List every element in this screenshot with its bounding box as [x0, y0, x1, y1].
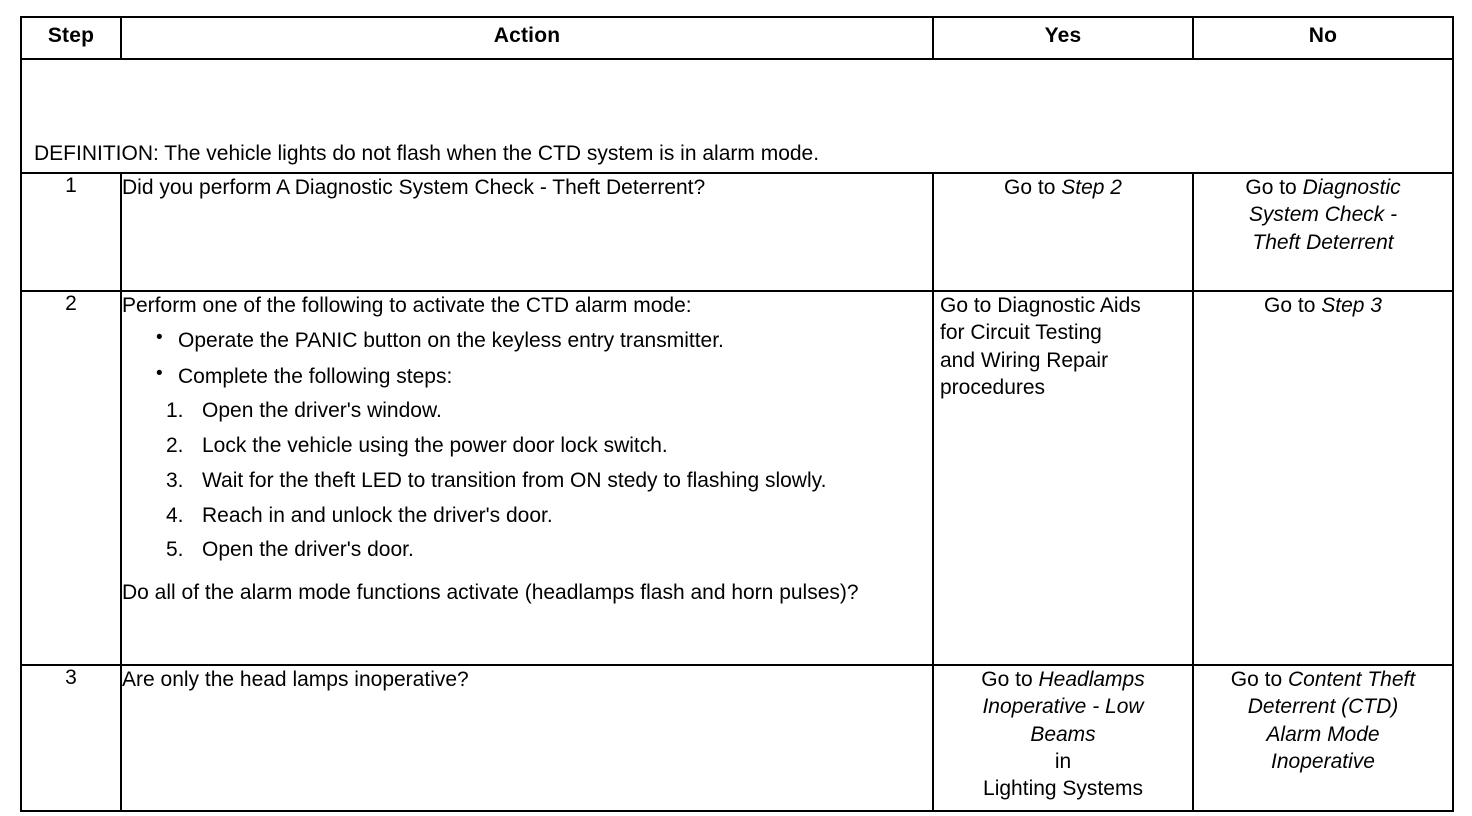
- substep-text: Open the driver's window.: [202, 398, 442, 422]
- yes-text-reference[interactable]: Step 2: [1061, 176, 1122, 199]
- table-row: 2 Perform one of the following to activa…: [20, 290, 1454, 666]
- list-item: 1. Open the driver's window.: [166, 398, 932, 425]
- column-header-yes: Yes: [932, 16, 1194, 60]
- action-question-1: Did you perform A Diagnostic System Chec…: [122, 176, 706, 199]
- list-item: Operate the PANIC button on the keyless …: [156, 326, 932, 354]
- no-text-plain: Go to: [1230, 668, 1288, 691]
- step-number-1: 1: [20, 172, 122, 292]
- substep-number: 3.: [166, 468, 184, 492]
- yes-line-3-0: Go to Headlamps: [934, 666, 1192, 693]
- no-text-reference[interactable]: Step 3: [1321, 294, 1382, 317]
- substep-text: Lock the vehicle using the power door lo…: [202, 433, 668, 457]
- no-text-reference[interactable]: Diagnostic: [1302, 176, 1401, 199]
- definition-cell: DEFINITION: The vehicle lights do not fl…: [20, 58, 1454, 174]
- yes-line-2-1[interactable]: for Circuit Testing: [940, 321, 1102, 345]
- yes-line-1-0: Go to Step 2: [934, 174, 1192, 201]
- action-lead-2: Perform one of the following to activate…: [122, 294, 692, 317]
- yes-line-3-4[interactable]: Lighting Systems: [983, 777, 1143, 801]
- action-question-3: Are only the head lamps inoperative?: [122, 668, 469, 691]
- table-header-row: Step Action Yes No: [20, 16, 1454, 60]
- no-cell-3: Go to Content Theft Deterrent (CTD) Alar…: [1192, 664, 1454, 812]
- yes-cell-1: Go to Step 2: [932, 172, 1194, 292]
- yes-line-2-2[interactable]: and Wiring Repair: [940, 348, 1109, 372]
- action-cell-3: Are only the head lamps inoperative?: [120, 664, 934, 812]
- list-item: 3. Wait for the theft LED to transition f…: [166, 468, 932, 495]
- list-item: 5. Open the driver's door.: [166, 537, 932, 564]
- yes-line-3-1[interactable]: Inoperative - Low: [982, 695, 1144, 719]
- substep-number: 5.: [166, 538, 184, 562]
- column-header-step: Step: [20, 16, 122, 60]
- yes-text-plain: Go to: [981, 668, 1039, 691]
- column-header-action: Action: [120, 16, 934, 60]
- yes-text-reference[interactable]: Headlamps: [1038, 668, 1145, 691]
- action-cell-1: Did you perform A Diagnostic System Chec…: [120, 172, 934, 292]
- definition-row: DEFINITION: The vehicle lights do not fl…: [20, 58, 1454, 174]
- action-question-2: Do all of the alarm mode functions activ…: [122, 581, 859, 605]
- yes-text-plain: Go to: [1004, 176, 1062, 199]
- table-row: 3 Are only the head lamps inoperative? G…: [20, 664, 1454, 812]
- no-text-plain: Go to: [1245, 176, 1303, 199]
- step-number-3: 3: [20, 664, 122, 812]
- action-substep-list-2: 1. Open the driver's window. 2. Lock the v…: [122, 398, 932, 564]
- step-number-2: 2: [20, 290, 122, 666]
- no-cell-2: Go to Step 3: [1192, 290, 1454, 666]
- action-cell-2: Perform one of the following to activate…: [120, 290, 934, 666]
- substep-number: 4.: [166, 503, 184, 527]
- substep-text: Wait for the theft LED to transition fro…: [202, 468, 827, 492]
- list-item: 2. Lock the vehicle using the power door …: [166, 433, 932, 460]
- list-item: Complete the following steps:: [156, 362, 932, 390]
- no-line-3-1[interactable]: Deterrent (CTD): [1247, 695, 1399, 719]
- no-text-plain: Go to: [1264, 294, 1322, 317]
- definition-text: DEFINITION: The vehicle lights do not fl…: [34, 142, 820, 165]
- table-row: 1 Did you perform A Diagnostic System Ch…: [20, 172, 1454, 292]
- no-line-2-0: Go to Step 3: [1194, 292, 1452, 319]
- yes-line-3-2[interactable]: Beams: [1030, 722, 1096, 746]
- yes-line-2-3[interactable]: procedures: [940, 375, 1046, 399]
- yes-cell-2: Go to Diagnostic Aids for Circuit Testin…: [932, 290, 1194, 666]
- no-line-1-1[interactable]: System Check -: [1248, 203, 1398, 227]
- no-line-3-2[interactable]: Alarm Mode: [1266, 722, 1380, 746]
- no-text-reference[interactable]: Content Theft: [1287, 668, 1416, 691]
- substep-number: 1.: [166, 398, 184, 422]
- no-line-1-0: Go to Diagnostic: [1194, 174, 1452, 201]
- yes-line-2-0[interactable]: Go to Diagnostic Aids: [940, 294, 1141, 317]
- list-item: 4. Reach in and unlock the driver's door.: [166, 503, 932, 530]
- substep-text: Reach in and unlock the driver's door.: [202, 503, 553, 527]
- substep-number: 2.: [166, 433, 184, 457]
- column-header-no: No: [1192, 16, 1454, 60]
- action-bullet-list-2: Operate the PANIC button on the keyless …: [122, 326, 932, 390]
- table-body: DEFINITION: The vehicle lights do not fl…: [20, 58, 1454, 812]
- yes-cell-3: Go to Headlamps Inoperative - Low Beams …: [932, 664, 1194, 812]
- diagnostic-procedure-table: Step Action Yes No DEFINITION: The vehic…: [20, 16, 1454, 812]
- substep-text: Open the driver's door.: [202, 538, 414, 562]
- no-line-1-2[interactable]: Theft Deterrent: [1252, 230, 1394, 254]
- no-cell-1: Go to Diagnostic System Check - Theft De…: [1192, 172, 1454, 292]
- no-line-3-0: Go to Content Theft: [1194, 666, 1452, 693]
- yes-line-3-3: in: [1054, 749, 1072, 773]
- no-line-3-3[interactable]: Inoperative: [1271, 749, 1375, 773]
